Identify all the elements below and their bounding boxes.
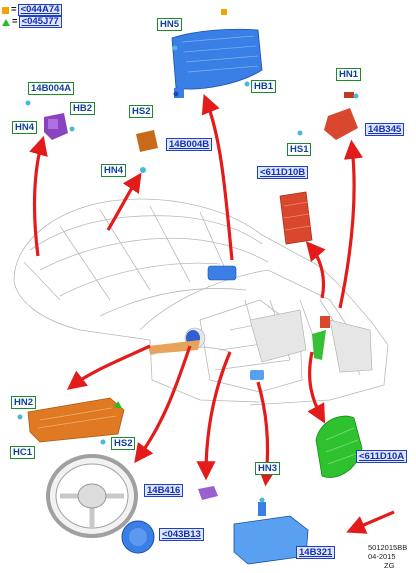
arrow-to-14b416 xyxy=(196,351,232,481)
steering-wheel xyxy=(46,454,138,538)
label-hs2-left[interactable]: HS2 xyxy=(111,437,136,450)
green-triangle-icon xyxy=(2,18,10,26)
legend-row-green: = <045J77 xyxy=(2,16,62,28)
label-hn3[interactable]: HN3 xyxy=(255,462,281,475)
label-14b321[interactable]: 14B321 xyxy=(296,546,336,559)
seat-airbag-611d10b xyxy=(279,191,313,245)
label-hb2[interactable]: HB2 xyxy=(70,102,96,115)
seat-airbag-611d10a xyxy=(315,415,363,478)
sensor-14b004b xyxy=(136,130,158,173)
arrow-to-611d10b xyxy=(305,241,326,299)
sensor-14b345 xyxy=(297,92,359,140)
arrow-to-14b345 xyxy=(338,139,363,309)
label-hc1[interactable]: HC1 xyxy=(10,446,36,459)
label-14b004a[interactable]: 14B004A xyxy=(28,82,75,95)
orange-square-icon xyxy=(2,6,9,14)
sensor-14b004a xyxy=(25,100,75,140)
passenger-airbag-module xyxy=(171,9,263,98)
label-hn4-mid[interactable]: HN4 xyxy=(101,164,127,177)
vehicle-interior-parts xyxy=(184,309,373,373)
arrow-to-steering-wheel xyxy=(134,345,192,464)
legend-equals: = xyxy=(12,16,18,27)
reference-id: 5012015BB xyxy=(368,543,408,552)
label-043b13[interactable]: <043B13 xyxy=(159,528,204,541)
reference-suffix: ZG xyxy=(384,561,395,570)
label-14b004b[interactable]: 14B004B xyxy=(166,138,213,151)
arrow-to-14b004a xyxy=(29,135,48,257)
label-14b416[interactable]: 14B416 xyxy=(144,484,184,497)
knee-airbag-module xyxy=(14,397,125,454)
label-hn4-top[interactable]: HN4 xyxy=(12,121,38,134)
vehicle-wireframe xyxy=(13,198,389,406)
clockspring-14b416 xyxy=(198,486,218,500)
label-hs1[interactable]: HS1 xyxy=(287,143,312,156)
label-14b345[interactable]: 14B345 xyxy=(365,123,405,136)
arrow-pointing-14b321-label xyxy=(346,510,395,534)
label-hs2-top[interactable]: HS2 xyxy=(129,105,154,118)
label-611d10a[interactable]: <611D10A xyxy=(356,450,408,463)
reference-date: 04-2015 xyxy=(368,552,396,561)
driver-airbag-043b13 xyxy=(121,520,155,554)
vehicle-module-highlights xyxy=(148,265,330,380)
label-hn2[interactable]: HN2 xyxy=(11,396,37,409)
arrow-to-knee-airbag xyxy=(66,344,151,390)
arrow-to-611d10a xyxy=(307,351,326,424)
legend-code-link[interactable]: <045J77 xyxy=(18,16,62,28)
label-hb1[interactable]: HB1 xyxy=(251,80,277,93)
label-hn5[interactable]: HN5 xyxy=(157,18,183,31)
label-hn1[interactable]: HN1 xyxy=(336,68,362,81)
label-611d10b[interactable]: <611D10B xyxy=(257,166,309,179)
arrow-to-passenger-airbag xyxy=(201,94,234,261)
figure-reference: 5012015BB 04-2015 ZG xyxy=(368,543,407,570)
legend: = <044A74 = <045J77 xyxy=(2,4,63,28)
legend-code-link[interactable]: <044A74 xyxy=(17,4,63,16)
arrow-to-14b004b xyxy=(106,172,142,231)
legend-equals: = xyxy=(11,4,17,15)
legend-row-orange: = <044A74 xyxy=(2,4,63,16)
